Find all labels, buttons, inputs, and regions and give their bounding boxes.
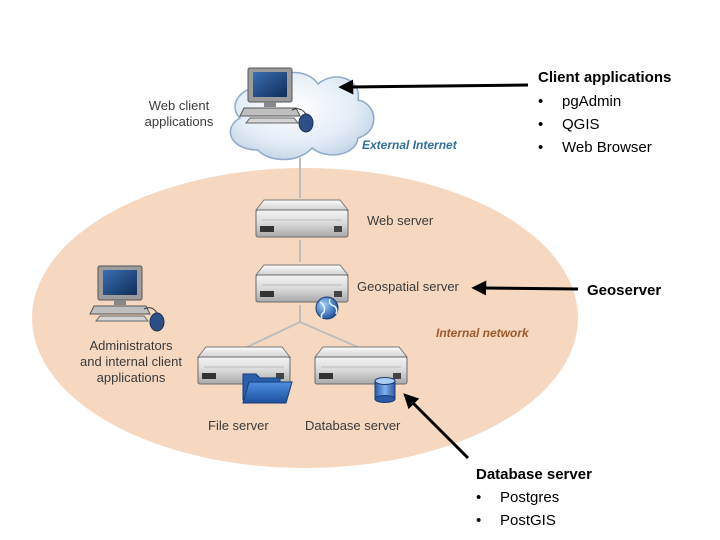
client-bullet-item: •pgAdmin [538,93,622,110]
globe-icon [315,296,339,320]
internal-network-zone [32,168,578,468]
database-callout-title: Database server [476,466,592,483]
bullet-glyph: • [538,116,544,133]
bullet-glyph: • [476,512,482,529]
admin-mouse-icon [143,307,165,332]
database-arrow [403,393,470,460]
geoserver-arrow [471,280,579,296]
external-internet-label: External Internet [362,138,457,152]
geospatial-server-icon [255,264,349,303]
database-bullet-item: •PostGIS [476,512,556,529]
workstation-icon [239,67,301,124]
geospatial-server-label: Geospatial server [357,279,459,294]
connection-lines [244,158,361,349]
client-applications-title: Client applications [538,69,672,86]
bullet-glyph: • [476,489,482,506]
client-arrow [338,79,529,95]
mouse-icon [291,108,314,133]
web-server-icon [255,199,349,238]
bullet-glyph: • [538,139,544,156]
client-bullet-item: •Web Browser [538,139,652,156]
database-server-label: Database server [305,418,401,433]
client-bullet-item: •QGIS [538,116,600,133]
web-client-label: Web client applications [144,98,214,129]
file-server-label: File server [208,418,269,433]
bullet-glyph: • [538,93,544,110]
administrators-label: Administrators and internal client appli… [80,338,182,385]
folder-icon [242,373,293,404]
geoserver-title: Geoserver [587,282,662,299]
database-bullet-item: •Postgres [476,489,560,506]
web-server-label: Web server [367,213,434,228]
internal-network-label: Internal network [436,326,529,340]
database-icon [374,377,396,403]
admin-workstation-icon [89,265,151,322]
